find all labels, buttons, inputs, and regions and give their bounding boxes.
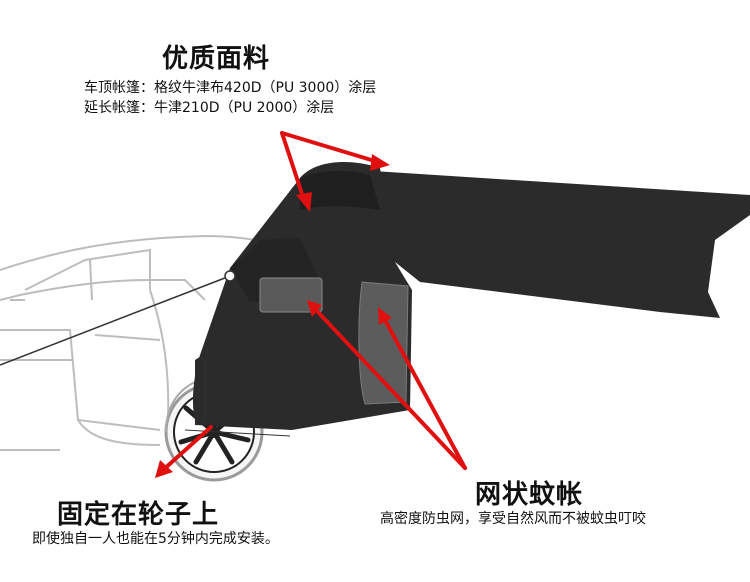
- arrow-icon: [155, 131, 467, 478]
- mesh-title: 网状蚊帐: [475, 480, 584, 510]
- mesh-caption: 高密度防虫网，享受自然风而不被蚊虫叮咬: [380, 511, 646, 527]
- fabric-title: 优质面料: [162, 44, 271, 74]
- fabric-spec-roof-tent: 车顶帐篷：格纹牛津布420D（PU 3000）涂层: [84, 80, 377, 96]
- wheel-mount-caption: 即使独自一人也能在5分钟内完成安装。: [32, 531, 279, 547]
- wheel-mount-title: 固定在轮子上: [57, 500, 220, 530]
- tent-illustration: [0, 162, 750, 437]
- fabric-spec-extension: 延长帐篷：牛津210D（PU 2000）涂层: [84, 100, 335, 116]
